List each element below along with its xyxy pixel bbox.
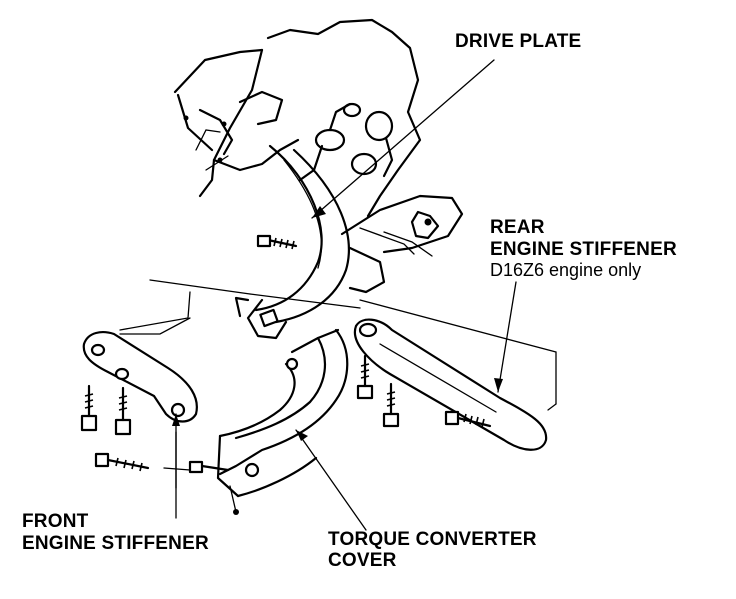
- engine-lower-edge: [119, 279, 361, 331]
- drive-plate: [234, 144, 350, 340]
- drive-plate-label: DRIVE PLATE: [455, 31, 582, 52]
- torque-converter-leader: [295, 429, 367, 531]
- torque-converter-arrowhead: [296, 430, 308, 441]
- front-stiffener-arrowhead: [172, 414, 180, 426]
- front-stiffener-shape: [82, 317, 198, 423]
- drive-plate-arrowhead: [312, 206, 326, 218]
- torque-converter-label-line1: TORQUE CONVERTER: [328, 529, 537, 550]
- drive-plate-leader: [311, 59, 495, 219]
- rear-stiffener-arrowhead: [494, 378, 503, 392]
- torque-converter-cover-shape: [216, 328, 349, 515]
- front-stiffener-label-line2: ENGINE STIFFENER: [22, 533, 209, 554]
- front-stiffener-label-line1: FRONT: [22, 511, 89, 532]
- drive-plate-bolt: [256, 234, 298, 250]
- rear-stiffener-label-line2: ENGINE STIFFENER: [490, 239, 677, 260]
- torque-converter-label-line2: COVER: [328, 550, 397, 571]
- cover-bolt: [188, 460, 230, 474]
- rear-stiffener-shape: [353, 318, 548, 451]
- transmission-housing: [340, 194, 557, 411]
- rear-stiffener-label-line1: REAR: [490, 217, 545, 238]
- rear-stiffener-note: D16Z6 engine only: [490, 260, 642, 280]
- rear-stiffener-leader: [497, 281, 517, 393]
- leader-lines: [172, 59, 517, 531]
- front-stiffener-bolts: [80, 384, 191, 489]
- rear-stiffener-bolts: [356, 354, 492, 428]
- engine-block: [173, 18, 422, 218]
